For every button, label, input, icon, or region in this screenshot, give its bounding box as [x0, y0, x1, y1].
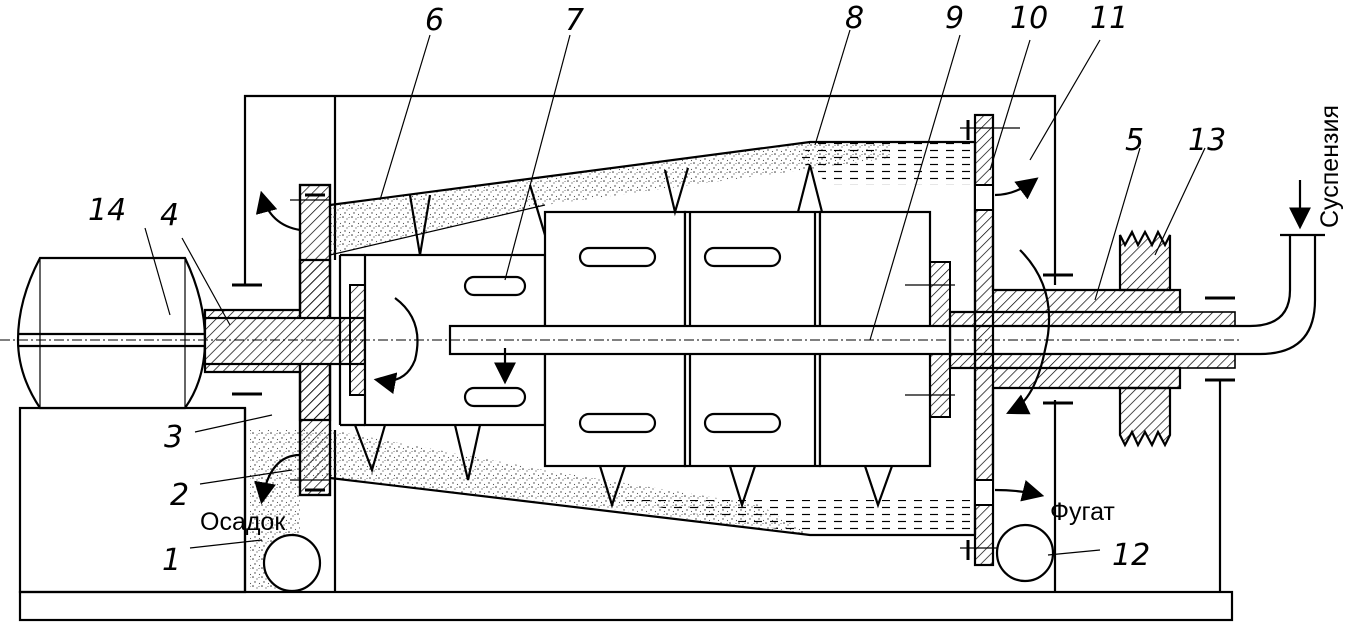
- screw-flights: [353, 164, 894, 509]
- label-4: 4: [160, 198, 179, 233]
- label-sediment: Осадок: [200, 508, 286, 536]
- label-9: 9: [945, 1, 964, 36]
- label-12: 12: [1112, 538, 1150, 573]
- label-suspension: Суспензия: [1316, 105, 1344, 228]
- label-11: 11: [1090, 1, 1128, 36]
- discharge-rollers: [262, 523, 1055, 593]
- label-filtrate: Фугат: [1050, 498, 1115, 526]
- label-1: 1: [162, 543, 181, 578]
- label-3: 3: [164, 420, 183, 455]
- part-labels: 1 2 3 4 5 6 7 8 9 10 11 12 13 14: [88, 1, 1226, 578]
- label-8: 8: [845, 1, 864, 36]
- label-6: 6: [425, 3, 444, 38]
- flow-arrows: [254, 177, 1311, 505]
- label-14: 14: [88, 193, 126, 228]
- right-hub: [948, 113, 1236, 567]
- liquid-layer: [620, 142, 975, 535]
- motor: [16, 256, 207, 410]
- process-labels: Осадок Фугат Суспензия: [200, 105, 1344, 536]
- leader-lines: [144, 29, 1206, 556]
- label-7: 7: [565, 3, 584, 38]
- pulley: [1118, 229, 1172, 448]
- label-10: 10: [1010, 1, 1048, 36]
- label-13: 13: [1188, 123, 1226, 158]
- label-5: 5: [1125, 123, 1144, 158]
- label-2: 2: [170, 478, 189, 513]
